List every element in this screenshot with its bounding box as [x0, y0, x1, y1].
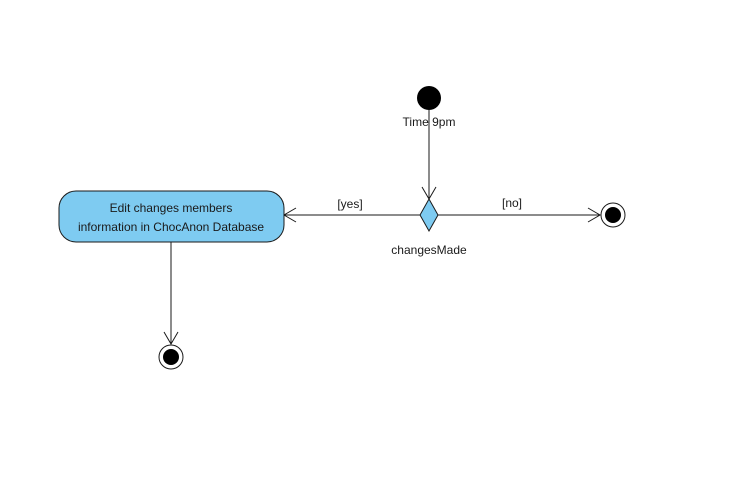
initial-node[interactable] [417, 86, 441, 110]
arrowhead-action-to-final [163, 331, 179, 345]
guard-no-label: [no] [502, 196, 522, 210]
arrowhead-no [587, 207, 601, 223]
guard-yes-label: [yes] [337, 197, 362, 211]
final-node-bottom[interactable] [158, 344, 184, 370]
action-text-line2: information in ChocAnon Database [78, 220, 264, 234]
decision-node[interactable] [419, 197, 439, 233]
final-node-right[interactable] [600, 202, 626, 228]
action-node[interactable] [58, 190, 285, 243]
time-label: Time 9pm [403, 115, 456, 129]
decision-label: changesMade [391, 243, 467, 257]
action-text-line1: Edit changes members [110, 201, 233, 215]
